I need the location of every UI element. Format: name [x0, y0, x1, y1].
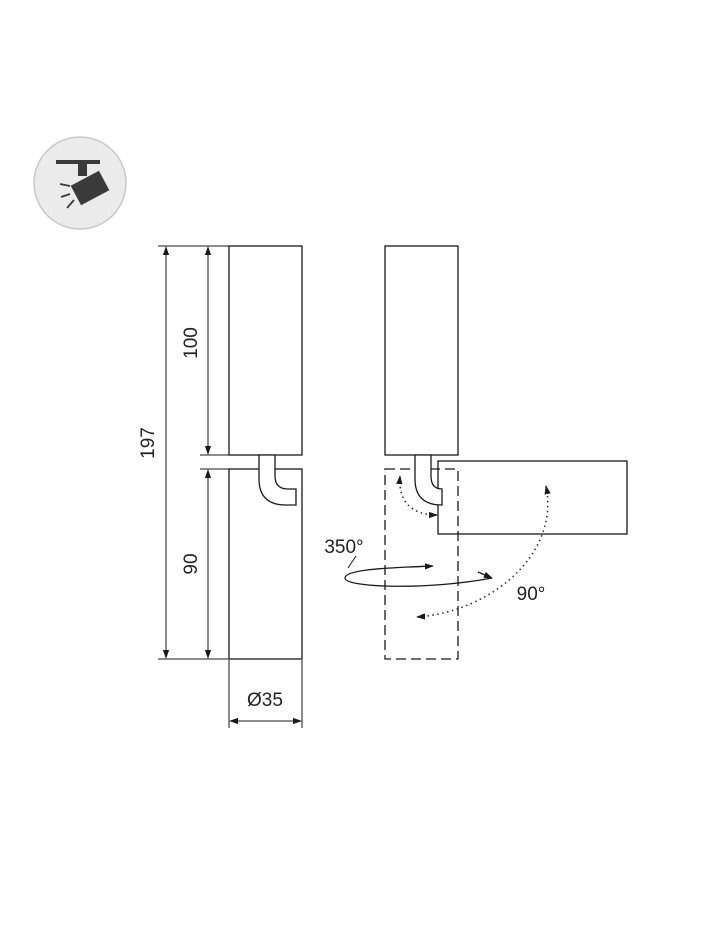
lower-height-label: 90 — [181, 553, 202, 574]
diameter-label: Ø35 — [247, 690, 283, 711]
rotation-350-label: 350° — [324, 537, 363, 558]
dimension-lower-height: 90 — [181, 468, 229, 659]
upper-height-label: 100 — [181, 327, 202, 359]
dimension-diameter: Ø35 — [228, 660, 303, 728]
rotation-view — [384, 245, 628, 660]
upper-body-right — [384, 245, 459, 456]
front-view — [228, 245, 303, 660]
total-height-label: 197 — [138, 427, 159, 459]
tilted-head — [437, 460, 628, 535]
dimension-upper-height: 100 — [181, 246, 229, 456]
dimension-total-height: 197 — [138, 245, 229, 660]
rotation-90: 90° — [396, 475, 551, 620]
upper-body — [228, 245, 303, 456]
rotation-350: 350° — [324, 537, 493, 587]
rotation-90-label: 90° — [517, 584, 546, 605]
bracket-arm — [258, 454, 297, 506]
track-spotlight-icon — [33, 136, 127, 230]
